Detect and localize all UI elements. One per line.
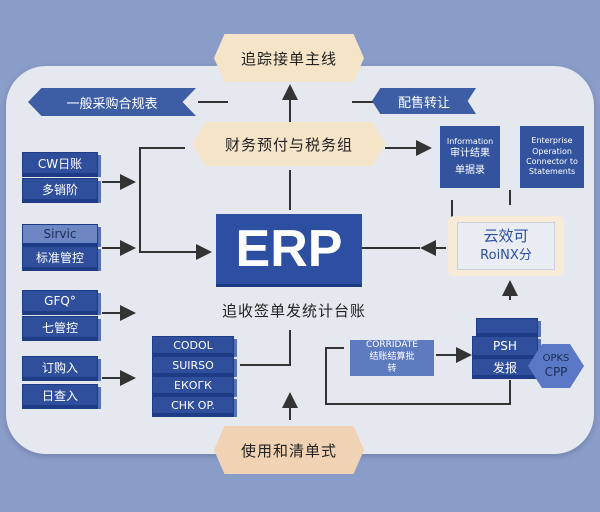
mid-hex: 财务预付与税务组	[192, 122, 386, 166]
right-top-card-line-3: 单据录	[455, 165, 485, 177]
erp-caption: 追收签单发统计台账	[222, 302, 367, 320]
right-module-line-1: 云效可	[483, 227, 529, 245]
psh-stack-top	[476, 318, 538, 334]
left-stack-2b: 标准管控	[22, 246, 98, 268]
far-right-card-line-1: Enterprise	[531, 136, 573, 146]
left-tag: 一般采购合规表	[28, 88, 196, 116]
info-card-line-1: CORRIDATE	[366, 340, 418, 351]
bottom-hex: 使用和清单式	[214, 426, 364, 474]
right-top-card-line-1: Information	[446, 136, 494, 146]
badge-line-2: CPP	[544, 364, 568, 379]
center-stack-1: CODOL	[152, 336, 234, 354]
erp-block: ERP	[216, 214, 362, 284]
psh-stack: PSH	[472, 336, 538, 356]
info-card-line-2: 结账结算批	[369, 352, 415, 363]
center-stack-4: CHK OP.	[152, 396, 234, 414]
far-right-card-line-4: Statements	[528, 167, 576, 177]
left-stack-3b: 七管控	[22, 316, 98, 338]
psh-stack-sub: 发报	[472, 358, 538, 376]
info-card: CORRIDATE 结账结算批 转	[350, 340, 434, 376]
far-right-card: Enterprise Operation Connector to Statem…	[520, 126, 584, 188]
right-module: 云效可 RoiNX分	[448, 216, 564, 276]
left-stack-3a: GFQ°	[22, 290, 98, 312]
right-module-line-2: RoiNX分	[480, 248, 532, 263]
top-hex: 追踪接单主线	[214, 34, 364, 82]
center-stack-2: SUIRSO	[152, 356, 234, 374]
far-right-card-line-3: Connector to	[526, 157, 578, 166]
left-stack-1b: 多销阶	[22, 178, 98, 200]
badge-line-1: OPKS	[542, 352, 570, 364]
right-tag: 配售转让	[372, 88, 476, 114]
left-stack-4a: 订购入	[22, 356, 98, 378]
right-top-card: Information 审计结果 单据录	[440, 126, 500, 188]
left-stack-2a: Sirvic	[22, 224, 98, 244]
right-top-card-line-2: 审计结果	[450, 148, 490, 160]
center-stack-3: ЕКОГК	[152, 376, 234, 394]
left-stack-1a: CW日账	[22, 152, 98, 174]
left-stack-4b: 日查入	[22, 384, 98, 406]
info-card-line-3: 转	[387, 363, 397, 374]
far-right-card-line-2: Operation	[532, 146, 572, 156]
